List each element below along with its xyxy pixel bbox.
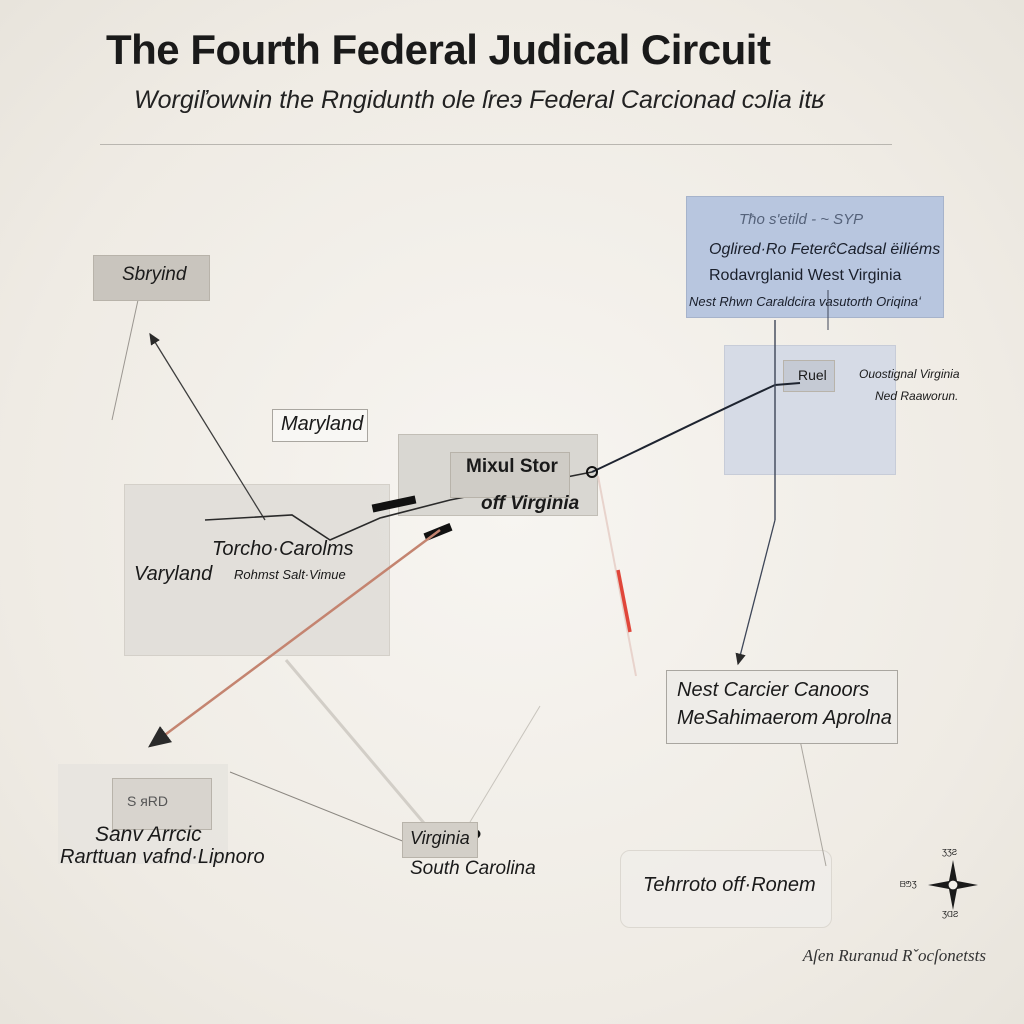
panel-line: Oglired·Ro FeterĉCadsal ëiliéms: [709, 241, 941, 258]
ruel-chip: Ruel: [783, 360, 835, 392]
faint-line: [469, 705, 541, 823]
right-mid-panel: Ruel Ouostignal Virginia Ned Raaworun.: [724, 345, 960, 475]
bottom-right-label: Tehrroto off·Ronem: [643, 874, 816, 896]
faint-line: [284, 659, 442, 843]
red-marker: [616, 569, 632, 633]
left-region-panel: [124, 484, 390, 656]
left-panel-label-line1: Torcho·Carolms: [212, 538, 354, 560]
arrow-to-right-box: [735, 519, 776, 666]
location-ring: [586, 466, 598, 478]
bottom-left-line1: Sanv Arrcic: [95, 823, 202, 846]
page-subtitle: Worgiľowɴin the Rngidunth ole ſreэ Feder…: [134, 86, 825, 114]
faint-line: [799, 739, 827, 867]
ruel-chip-label: Ruel: [798, 367, 827, 383]
compass-west-label: ᗷᕤƷ: [900, 880, 917, 889]
panel-line: Ouostignal Virginia: [859, 367, 960, 381]
faint-line: [111, 299, 139, 421]
route-to-right-panel: [591, 382, 801, 473]
top-right-info-panel: Tħo s'etild - ~ SYP Oglired·Ro FeterĉCad…: [686, 196, 944, 318]
right-box-line2: MeSahimaerom Aprolna: [677, 707, 892, 729]
compass-rose-icon: ƷƷƧ ƷᗡƧ ᗷᕤƷ: [900, 848, 988, 920]
panel-heading: Tħo s'etild - ~ SYP: [739, 211, 864, 228]
bottom-center-chip: [402, 822, 478, 858]
compass-south-label: ƷᗡƧ: [942, 910, 959, 919]
bottom-center-line2: South Carolina: [410, 858, 536, 879]
panel-line: Rodavrglanid West Virginia: [709, 267, 902, 284]
arrow-to-top-left-box: [149, 332, 266, 521]
center-tag-box: [450, 452, 570, 498]
title-divider: [100, 144, 892, 145]
bottom-left-line2: Rarttuan vafnd·Lipnoro: [60, 846, 265, 868]
maryland-box: Maryland: [272, 409, 368, 442]
bottom-left-chip-label: S ᴙRD: [127, 793, 169, 809]
right-box-line1: Nest Carcier Canoors: [677, 679, 870, 701]
top-left-box: Sbryind: [93, 255, 210, 301]
arrow-to-bottom-left: [147, 528, 441, 748]
panel-line: Ned Raaworun.: [875, 389, 959, 403]
compass-north-label: ƷƷƧ: [942, 848, 958, 857]
footer-credit: Aſen Ruranud Rˇocſonetsts: [802, 946, 986, 965]
left-panel-label-line3: Rohmst Salt·Vimue: [234, 567, 346, 582]
left-panel-label-line2: Varyland: [134, 563, 213, 585]
center-label-line2: off Virginia: [481, 493, 580, 514]
right-label-box: Nest Carcier Canoors MeSahimaerom Aproln…: [666, 670, 898, 744]
pointer-line: [597, 475, 637, 677]
top-left-box-label: Sbryind: [122, 264, 187, 285]
maryland-label: Maryland: [281, 413, 364, 435]
page-title: The Fourth Federal Judical Circuit: [106, 26, 771, 73]
panel-line: Nest Rhwn Caraldcira vasutorth Oriqinaʻ: [689, 294, 921, 309]
bottom-center-line1: Virginia: [410, 828, 470, 848]
bottom-right-ghost-panel: [620, 850, 832, 928]
faint-line: [229, 771, 421, 849]
route-connector: [371, 495, 417, 513]
center-label-line1: Mixul Stor: [466, 456, 558, 477]
bottom-left-chip: S ᴙRD: [112, 778, 212, 830]
